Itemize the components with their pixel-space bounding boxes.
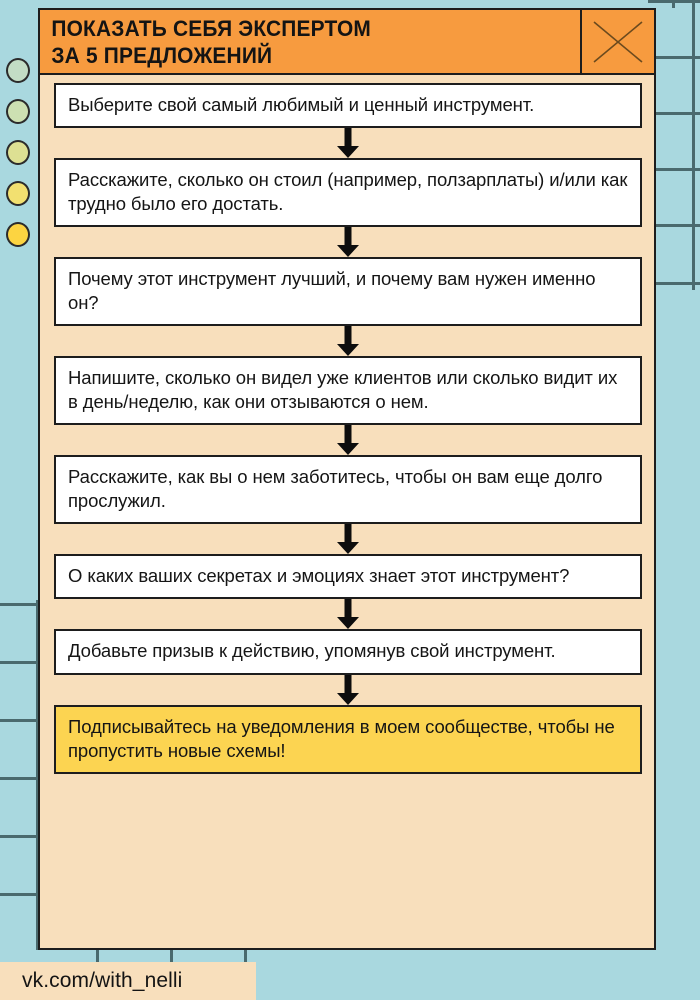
grid-line	[0, 719, 40, 722]
grid-line	[648, 224, 700, 227]
grid-line	[0, 893, 40, 896]
poster-header: ПОКАЗАТЬ СЕБЯ ЭКСПЕРТОМ ЗА 5 ПРЕДЛОЖЕНИЙ	[40, 10, 654, 75]
grid-line	[648, 56, 700, 59]
grid-line	[244, 950, 247, 962]
page-title: ПОКАЗАТЬ СЕБЯ ЭКСПЕРТОМ ЗА 5 ПРЕДЛОЖЕНИЙ	[51, 16, 371, 68]
grid-line	[170, 950, 173, 962]
step-box: Расскажите, сколько он стоил (например, …	[54, 158, 642, 228]
down-arrow-icon	[54, 524, 642, 555]
footer-bar: vk.com/with_nelli	[0, 962, 256, 1000]
down-arrow-icon	[54, 425, 642, 456]
grid-line	[0, 777, 40, 780]
grid-line	[648, 112, 700, 115]
grid-line	[0, 661, 40, 664]
vk-link[interactable]: vk.com/with_nelli	[22, 969, 183, 992]
down-arrow-icon	[54, 599, 642, 630]
cta-box: Подписывайтесь на уведомления в моем соо…	[54, 704, 642, 774]
circle-dot-icon	[6, 222, 30, 247]
circle-dot-icon	[6, 99, 30, 124]
grid-line	[648, 168, 700, 171]
step-box: Расскажите, как вы о нем заботитесь, что…	[54, 455, 642, 525]
down-arrow-icon	[54, 674, 642, 705]
circle-dot-icon	[6, 58, 30, 83]
down-arrow-icon	[54, 227, 642, 258]
down-arrow-icon	[54, 128, 642, 159]
side-dot-rail	[6, 58, 36, 263]
grid-line	[672, 0, 675, 8]
grid-line	[36, 600, 39, 950]
grid-line	[648, 282, 700, 285]
grid-line	[96, 950, 99, 962]
step-list: Выберите свой самый любимый и ценный инс…	[40, 75, 654, 784]
circle-dot-icon	[6, 181, 30, 206]
step-box: Добавьте призыв к действию, упомянув сво…	[54, 629, 642, 675]
step-box: О каких ваших секретах и эмоциях знает э…	[54, 554, 642, 600]
step-box: Выберите свой самый любимый и ценный инс…	[54, 83, 642, 129]
x-cross-icon	[580, 10, 654, 73]
step-box: Напишите, сколько он видел уже клиентов …	[54, 356, 642, 426]
grid-line	[0, 835, 40, 838]
grid-line	[0, 603, 40, 606]
poster-card: ПОКАЗАТЬ СЕБЯ ЭКСПЕРТОМ ЗА 5 ПРЕДЛОЖЕНИЙ…	[38, 8, 656, 950]
grid-line	[692, 0, 695, 290]
circle-dot-icon	[6, 140, 30, 165]
step-box: Почему этот инструмент лучший, и почему …	[54, 257, 642, 327]
down-arrow-icon	[54, 326, 642, 357]
